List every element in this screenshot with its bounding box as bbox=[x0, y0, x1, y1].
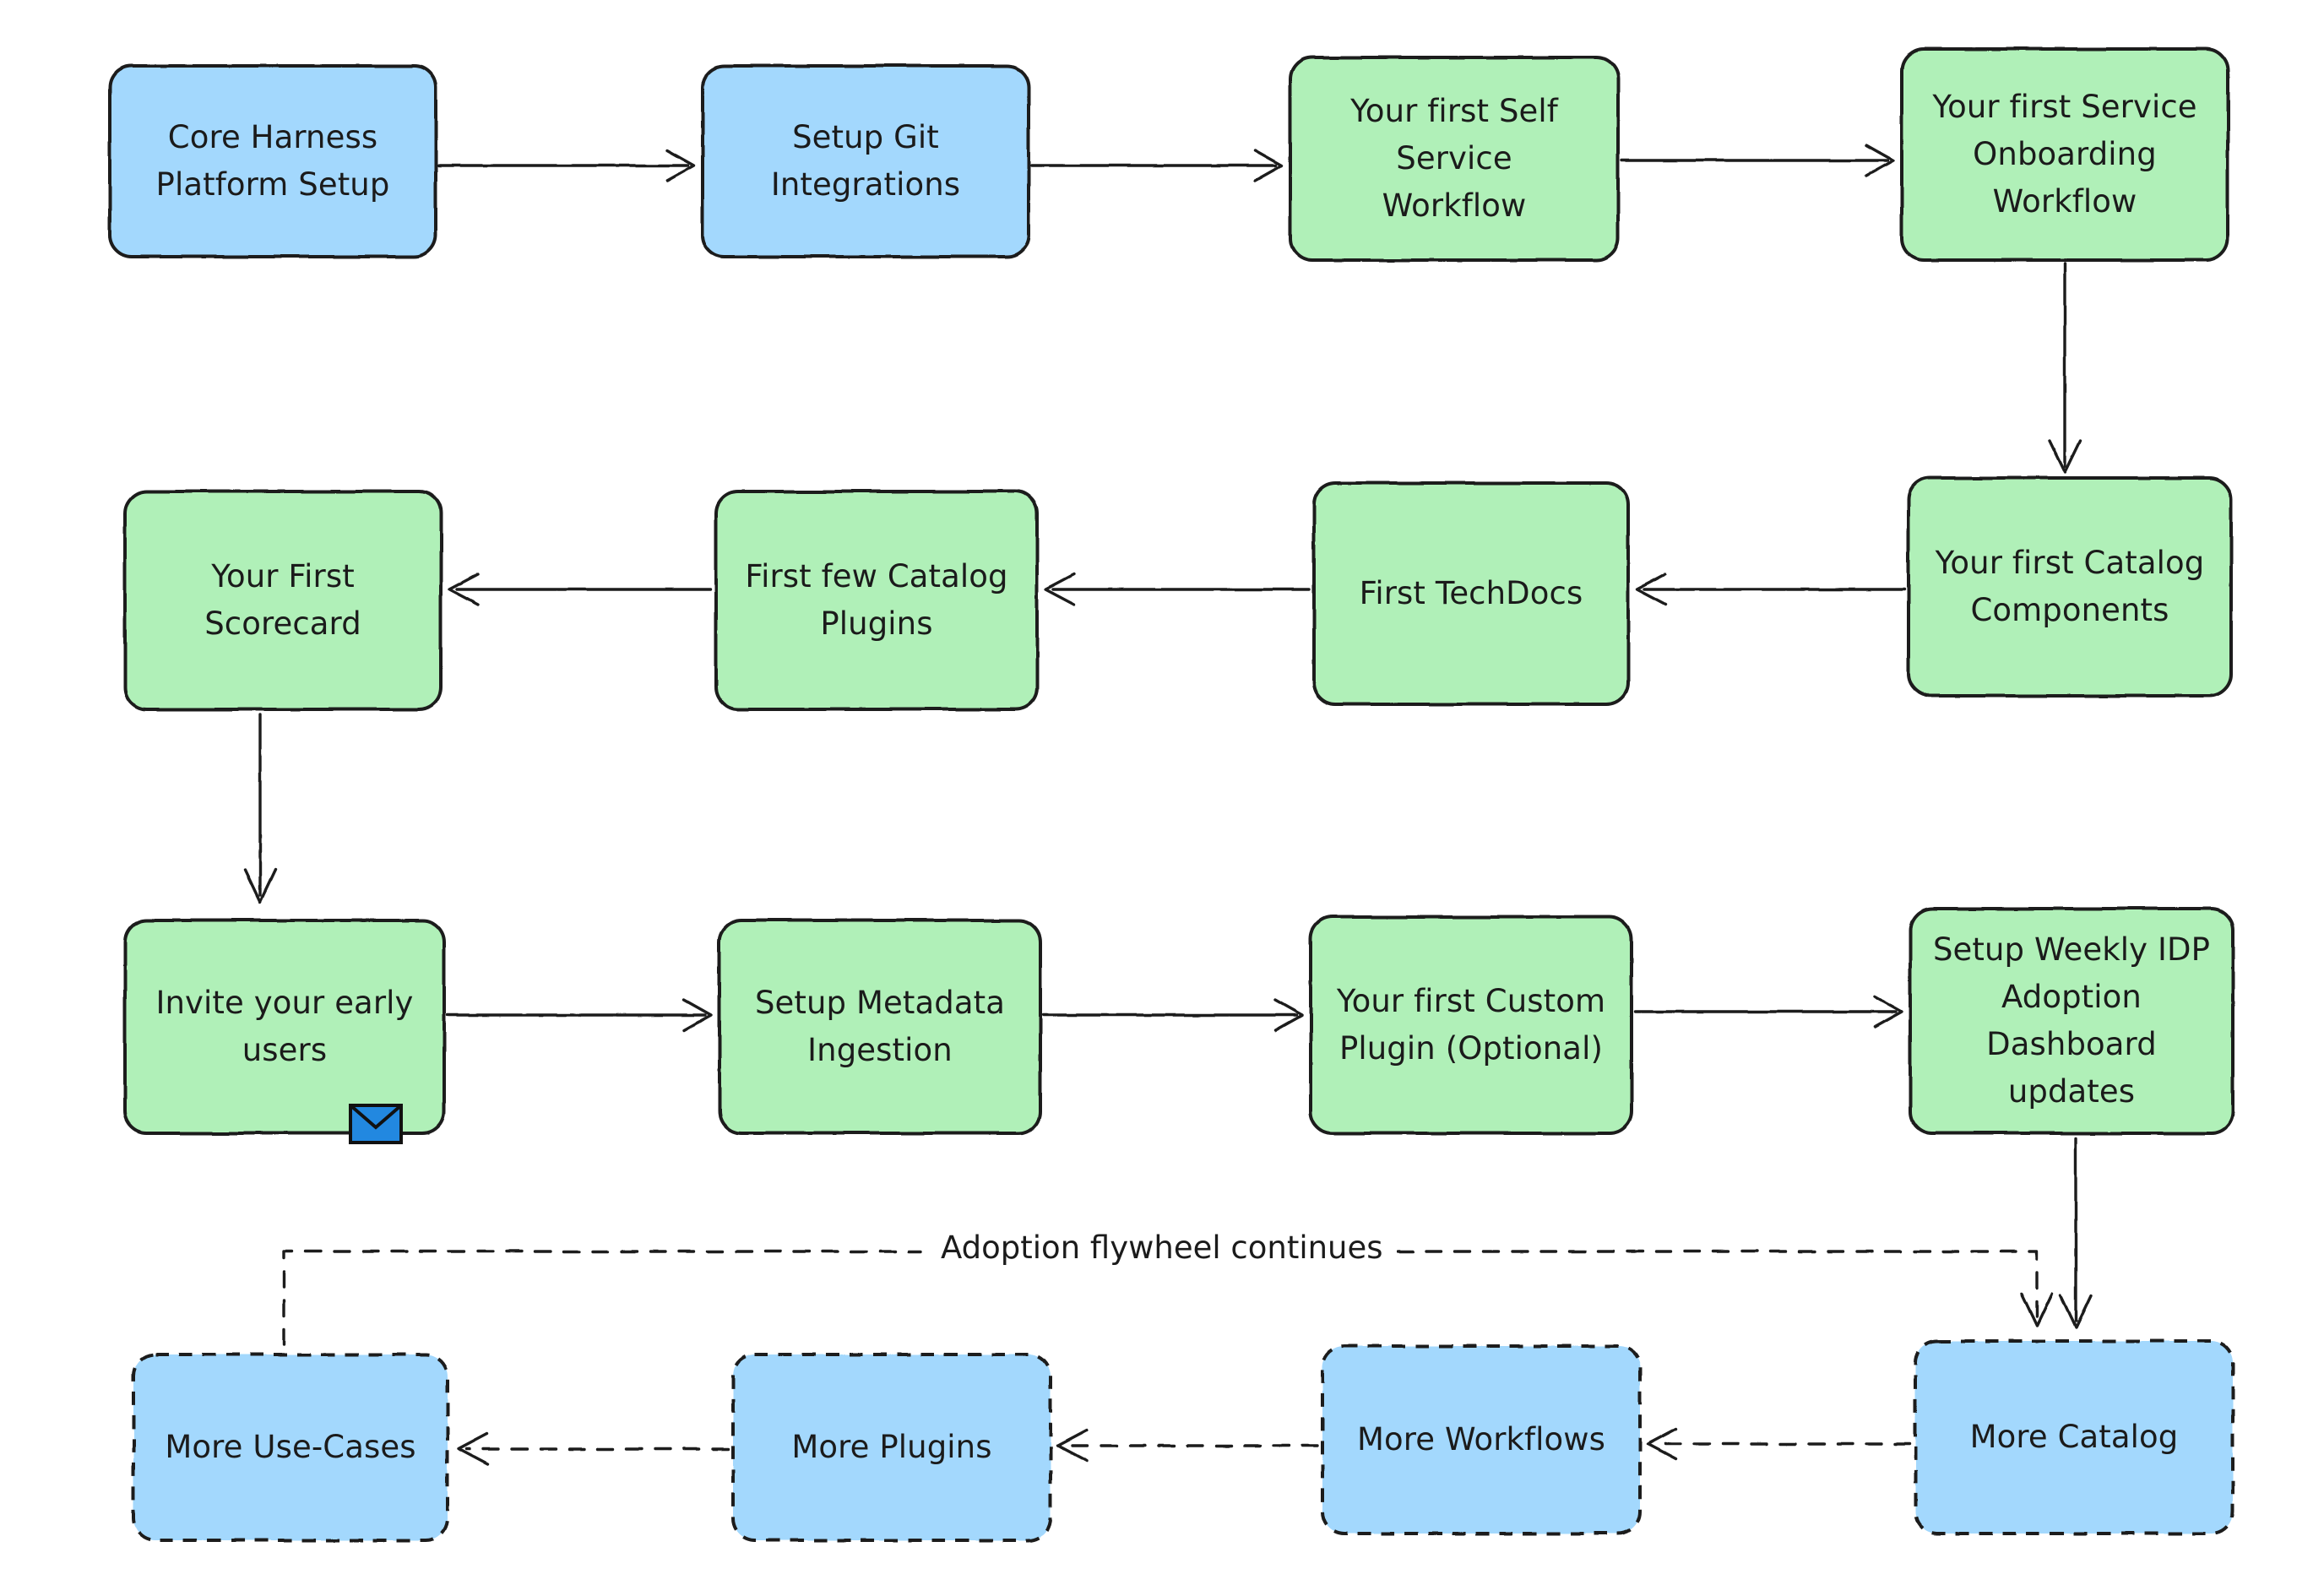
edge-catalog-plugins-to-scorecard bbox=[448, 573, 713, 606]
edge-more-workflows-to-more-plugins bbox=[1056, 1429, 1319, 1463]
edge-more-catalog-to-more-workflows bbox=[1646, 1427, 1912, 1461]
node-shape-your-first-catalog-components[interactable] bbox=[1907, 476, 2233, 698]
node-shapes bbox=[108, 47, 2234, 1542]
edge-core-harness-to-setup-git bbox=[437, 149, 696, 182]
node-shape-setup-weekly-idp-adoption-dashboard-updates[interactable] bbox=[1909, 907, 2234, 1135]
node-shape-your-first-service-onboarding-workflow[interactable] bbox=[1900, 47, 2229, 262]
edge-scorecard-to-invite-early-users bbox=[243, 713, 277, 904]
node-shape-your-first-scorecard[interactable] bbox=[123, 490, 443, 711]
edge-custom-plugin-to-weekly-dashboard bbox=[1633, 995, 1903, 1029]
node-shape-setup-git-integrations[interactable] bbox=[701, 64, 1030, 258]
edge-weekly-dashboard-to-more-catalog bbox=[2059, 1137, 2093, 1329]
edge-flywheel-loop bbox=[282, 1250, 2054, 1346]
edge-more-plugins-to-more-use-cases bbox=[457, 1432, 730, 1466]
node-shape-setup-metadata-ingestion[interactable] bbox=[718, 919, 1042, 1135]
node-shape-your-first-custom-plugin[interactable] bbox=[1309, 915, 1633, 1135]
edge-catalog-components-to-techdocs bbox=[1635, 573, 1907, 606]
node-shape-your-first-self-service-workflow[interactable] bbox=[1289, 56, 1620, 262]
edge-metadata-ingestion-to-custom-plugin bbox=[1042, 998, 1304, 1032]
edge-setup-git-to-self-service bbox=[1030, 149, 1284, 182]
edge-self-service-to-service-onboarding bbox=[1620, 144, 1895, 177]
edge-service-onboarding-to-catalog-components bbox=[2048, 262, 2082, 474]
node-shape-more-plugins[interactable] bbox=[731, 1353, 1052, 1542]
node-shape-core-harness-platform-setup[interactable] bbox=[108, 64, 437, 258]
edge-label-adoption-flywheel-continues: Adoption flywheel continues bbox=[927, 1230, 1397, 1268]
node-shape-more-catalog[interactable] bbox=[1914, 1339, 2234, 1535]
edge-invite-users-to-metadata-ingestion bbox=[446, 998, 713, 1032]
edges bbox=[243, 144, 2093, 1466]
edge-techdocs-to-catalog-plugins bbox=[1044, 573, 1311, 606]
node-shape-first-few-catalog-plugins[interactable] bbox=[714, 490, 1039, 711]
node-shape-more-workflows[interactable] bbox=[1321, 1344, 1642, 1535]
node-shape-first-techdocs[interactable] bbox=[1312, 481, 1630, 706]
node-shape-more-use-cases[interactable] bbox=[132, 1353, 449, 1542]
node-shape-invite-your-early-users[interactable] bbox=[123, 919, 446, 1135]
